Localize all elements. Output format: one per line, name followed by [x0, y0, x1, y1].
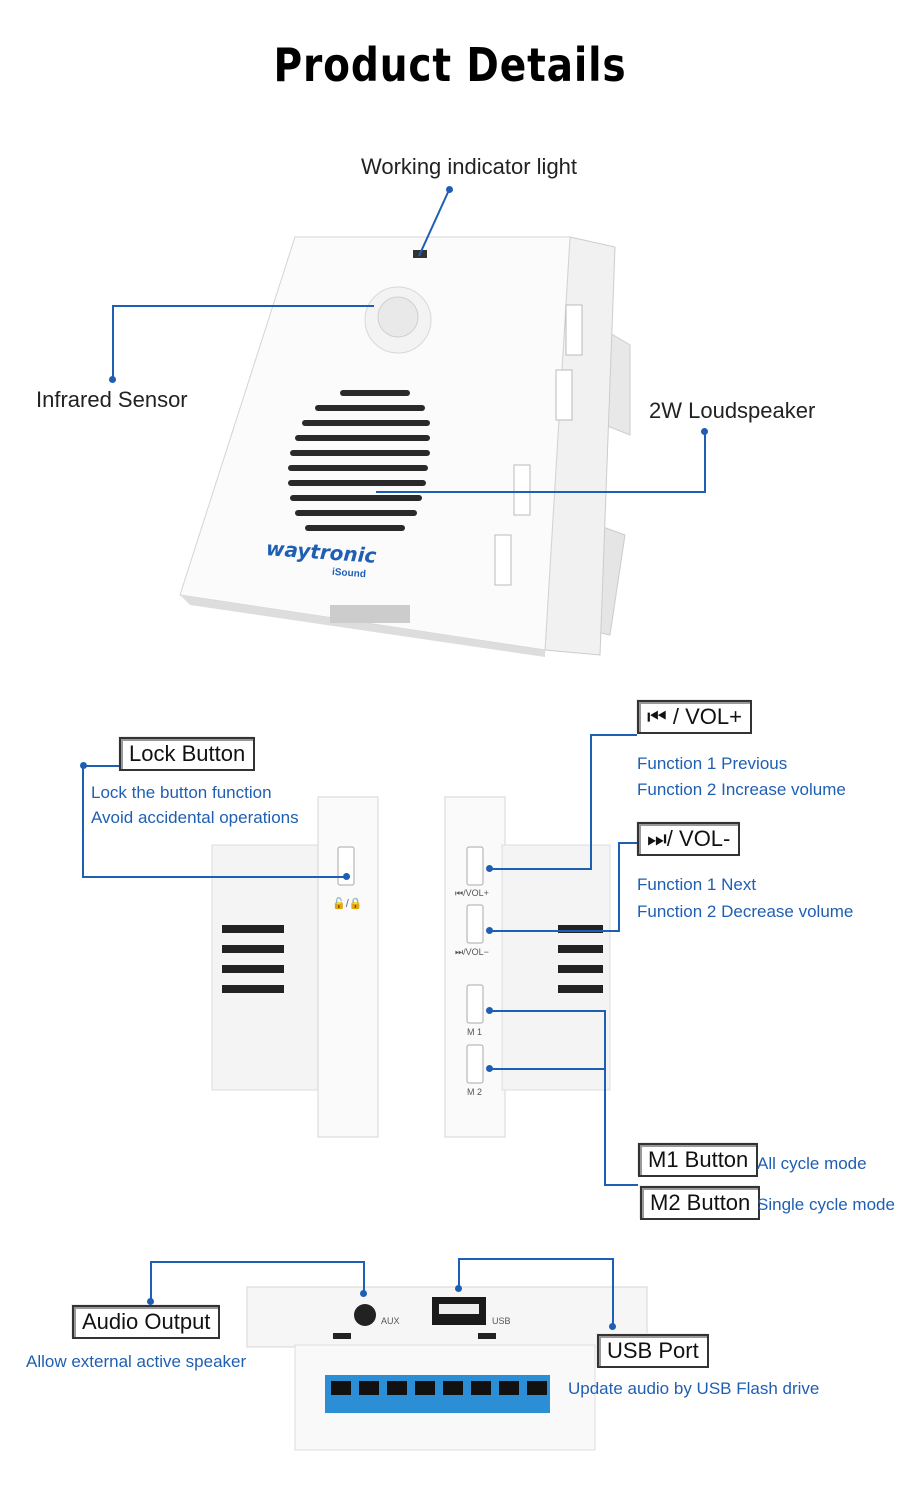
- vol-up-func-2: Function 2 Increase volume: [637, 780, 846, 799]
- device-side-right: [444, 796, 611, 1138]
- m-leader-h-bottom: [604, 1184, 638, 1186]
- m1-mark: M 1: [467, 1027, 483, 1037]
- vol-down-dot: [486, 927, 493, 934]
- vol-down-leader-h1: [620, 842, 637, 844]
- infrared-sensor-label: Infrared Sensor: [36, 387, 188, 412]
- m2-desc: Single cycle mode: [757, 1195, 895, 1214]
- m2-leader-h: [489, 1068, 606, 1070]
- usb-leader-v1: [458, 1258, 460, 1288]
- vol-up-mark: ⏮/VOL+: [455, 888, 489, 898]
- device-front-illustration: [179, 236, 631, 657]
- vol-up-button-label: ⏮ / VOL+: [637, 700, 753, 734]
- vol-up-leader-h2: [489, 868, 592, 870]
- m1-button-label: M1 Button: [638, 1143, 759, 1177]
- vol-down-func-2: Function 2 Decrease volume: [637, 902, 854, 921]
- vol-down-func-1: Function 1 Next: [637, 875, 757, 894]
- vol-down-mark: ⏭/VOL−: [455, 947, 489, 957]
- audio-output-label: Audio Output: [72, 1305, 221, 1339]
- device-side-left: 🔓/🔒: [211, 796, 379, 1138]
- m2-button-label: M2 Button: [640, 1186, 761, 1220]
- usb-port-label: USB Port: [597, 1334, 709, 1368]
- usb-port-desc: Update audio by USB Flash drive: [568, 1379, 820, 1398]
- lock-button-label: Lock Button: [119, 737, 256, 771]
- m1-desc: All cycle mode: [757, 1154, 867, 1173]
- device-bottom-view: [246, 1286, 648, 1451]
- indicator-leader: [418, 189, 450, 257]
- usb-dot-b: [609, 1323, 616, 1330]
- audio-dot-b: [360, 1290, 367, 1297]
- speaker-leader-v: [704, 431, 706, 493]
- audio-dot-a: [147, 1298, 154, 1305]
- lock-leader-h2: [82, 876, 346, 878]
- vol-up-dot: [486, 865, 493, 872]
- sensor-dot: [109, 376, 116, 383]
- audio-leader-v2: [363, 1261, 365, 1293]
- lock-leader-h1: [83, 765, 119, 767]
- audio-output-desc: Allow external active speaker: [26, 1352, 247, 1371]
- audio-leader-v1: [150, 1261, 152, 1301]
- vol-down-leader-v: [618, 842, 620, 932]
- vol-up-leader-v: [590, 734, 592, 870]
- vol-down-button-label: ⏭/ VOL-: [637, 822, 741, 856]
- svg-text:🔓/🔒: 🔓/🔒: [332, 897, 362, 910]
- indicator-dot: [446, 186, 453, 193]
- vol-up-leader-h1: [592, 734, 637, 736]
- sensor-leader-h: [112, 305, 374, 307]
- loudspeaker-label: 2W Loudspeaker: [649, 398, 816, 423]
- page-title: Product Details: [273, 38, 627, 92]
- speaker-leader-h: [376, 491, 706, 493]
- sub-brand-logo: iSound: [331, 566, 367, 581]
- m2-mark: M 2: [467, 1087, 483, 1097]
- usb-mark: USB: [492, 1316, 511, 1326]
- usb-leader-h: [458, 1258, 614, 1260]
- indicator-light-label: Working indicator light: [361, 154, 578, 179]
- usb-dot-a: [455, 1285, 462, 1292]
- lock-leader-v: [82, 765, 84, 878]
- sensor-leader-v: [112, 305, 114, 379]
- vol-up-func-1: Function 1 Previous: [637, 754, 788, 773]
- aux-mark: AUX: [381, 1316, 400, 1326]
- m-leader-v: [604, 1010, 606, 1186]
- m1-leader-h: [489, 1010, 606, 1012]
- lock-desc-2: Avoid accidental operations: [91, 808, 299, 827]
- lock-dot-b: [343, 873, 350, 880]
- audio-leader-h: [150, 1261, 365, 1263]
- lock-desc-1: Lock the button function: [91, 783, 272, 802]
- vol-down-leader-h2: [489, 930, 620, 932]
- usb-leader-v2: [612, 1258, 614, 1326]
